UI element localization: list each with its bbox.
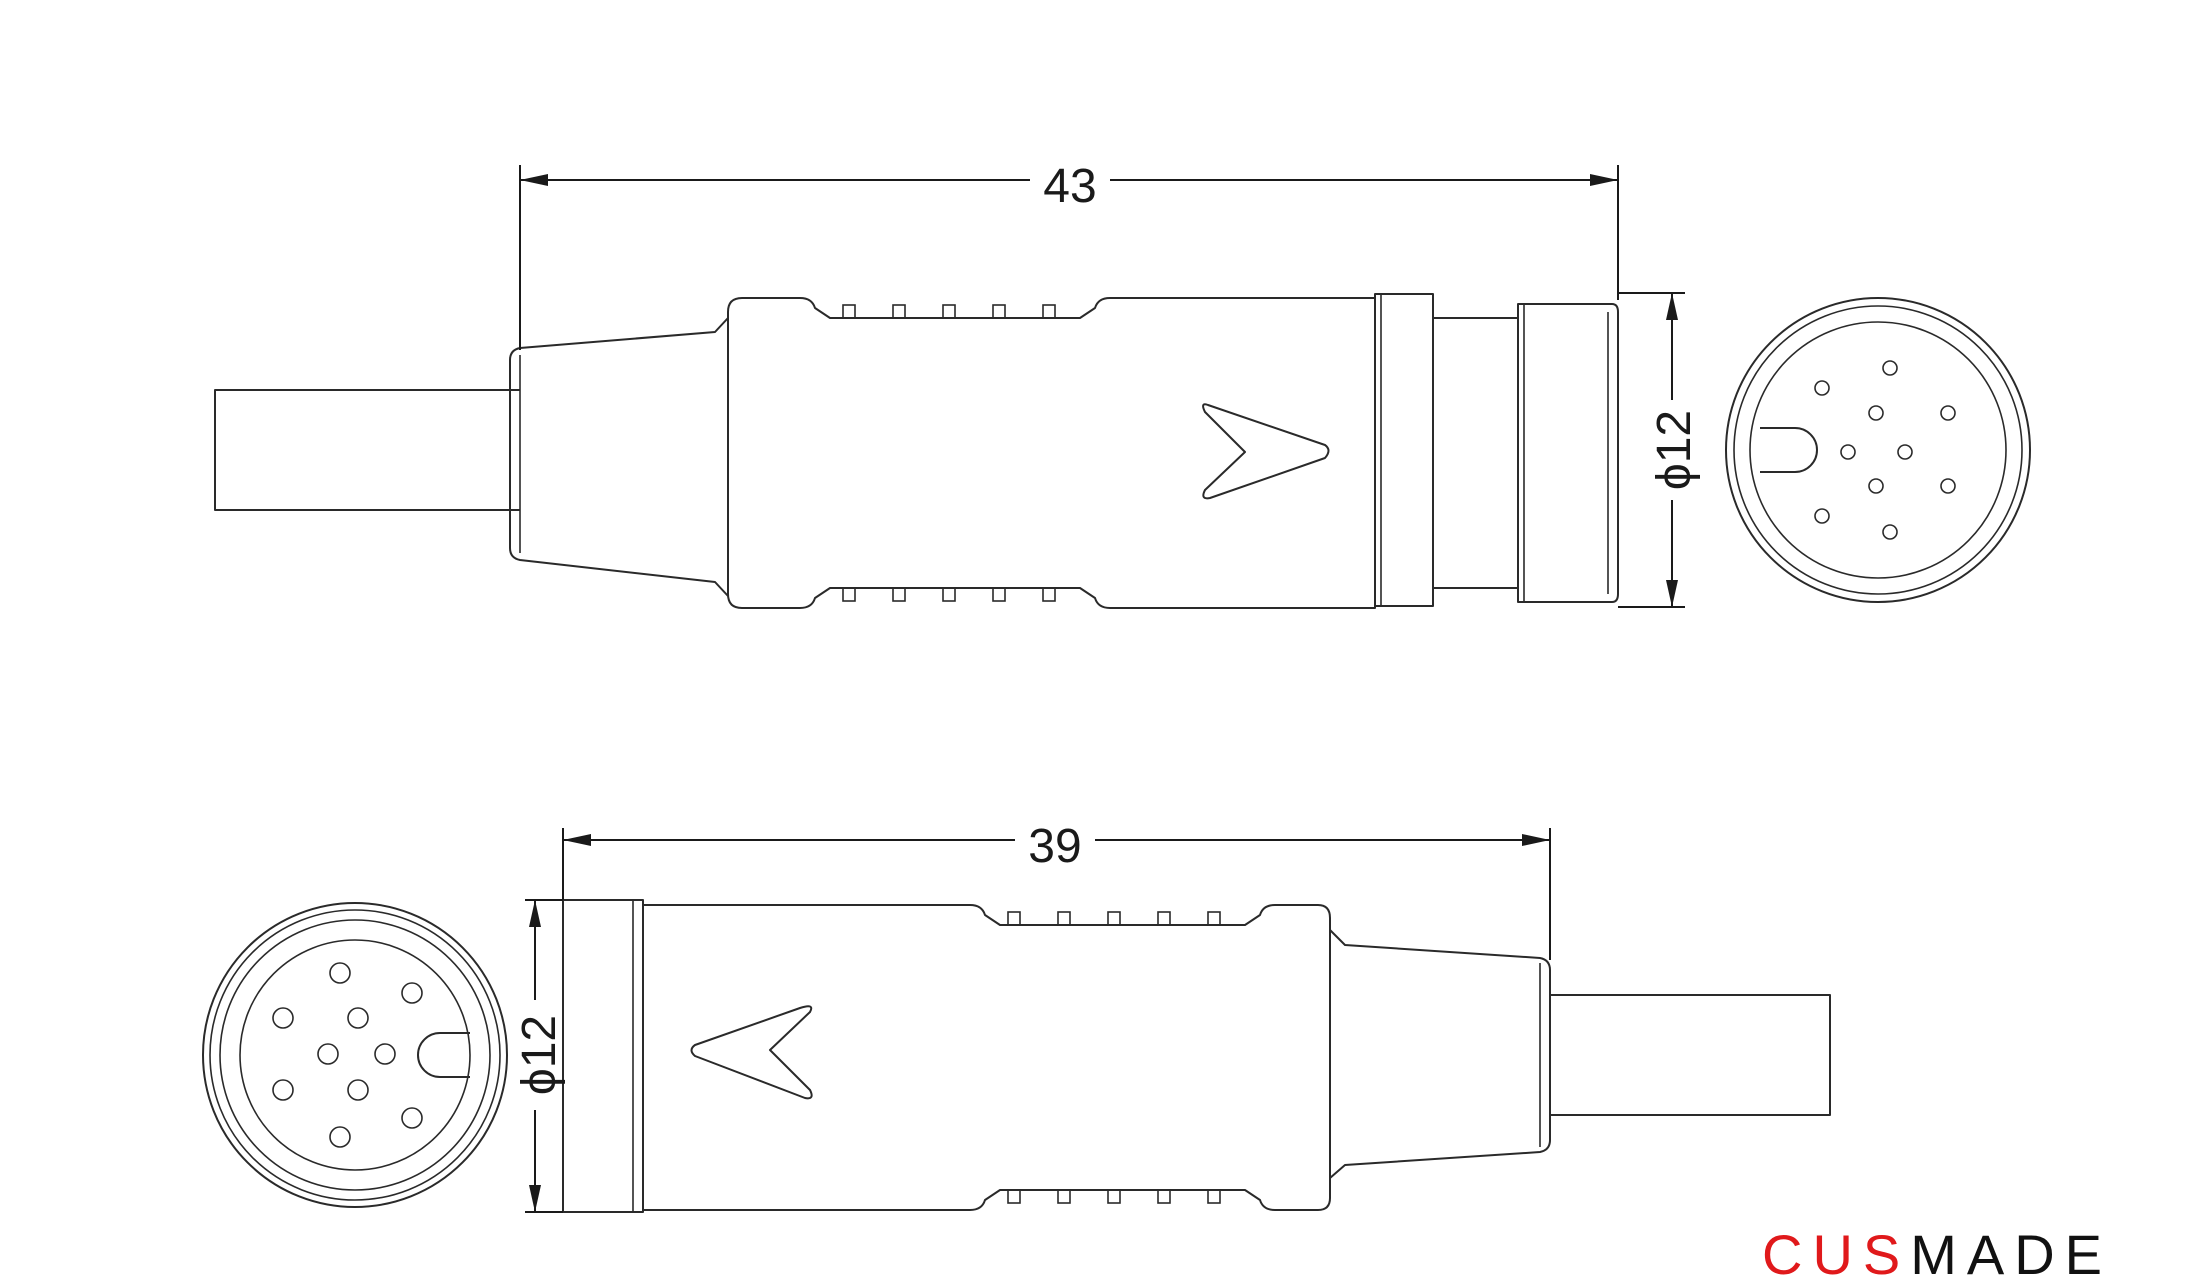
top-connector-side-view <box>214 293 1619 609</box>
bottom-connector-side-view <box>562 899 1831 1213</box>
grip-notches-top <box>842 304 1056 319</box>
male-pin-grid <box>1814 360 1956 540</box>
top-diameter-dimension: ϕ12 <box>1618 292 1701 608</box>
grip-notches-top-2 <box>1007 911 1221 926</box>
female-socket-grid <box>272 962 423 1148</box>
grip-notches-bottom-2 <box>1007 1189 1221 1204</box>
brand-part-a: CUS <box>1762 1223 1911 1286</box>
top-length-label: 43 <box>1043 160 1096 213</box>
bottom-diameter-dimension: ϕ12 <box>513 899 566 1213</box>
direction-arrow-icon <box>1202 403 1330 500</box>
grip-notches-bottom <box>842 587 1056 602</box>
brand-part-b: MADE <box>1910 1223 2113 1286</box>
pin-face-icon <box>1725 297 2031 603</box>
brand-logo: CUSMADE <box>1762 1225 2207 1285</box>
bottom-length-dimension: 39 <box>562 815 1551 960</box>
bottom-length-label: 39 <box>1028 820 1081 873</box>
pin-face-icon <box>202 902 508 1208</box>
bottom-diameter-label: ϕ12 <box>513 1015 566 1095</box>
direction-arrow-icon <box>690 1005 813 1100</box>
top-length-dimension: 43 <box>519 155 1619 350</box>
top-diameter-label: ϕ12 <box>1648 410 1701 490</box>
